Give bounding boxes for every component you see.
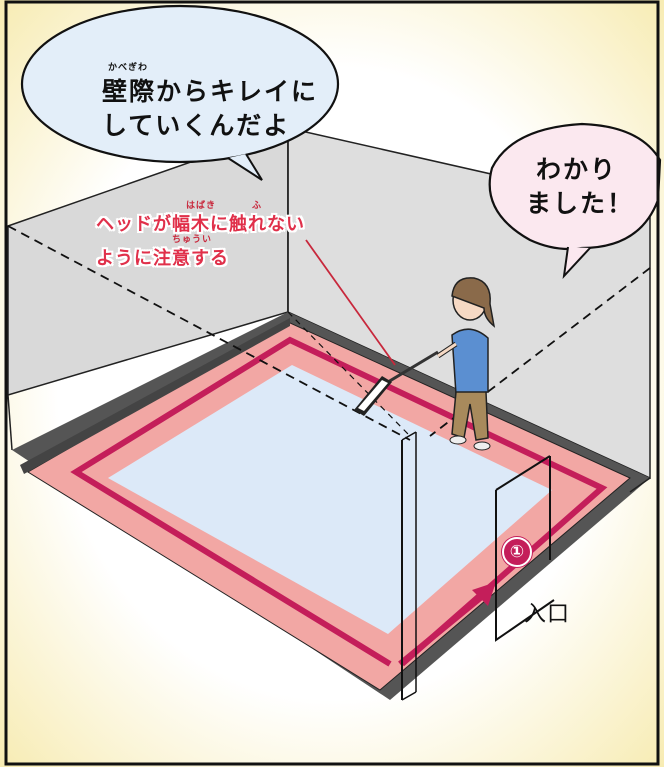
step-marker-1: ①: [502, 537, 532, 567]
path-arrow: [472, 582, 496, 606]
front-wall-right: [495, 490, 555, 642]
speech-bubble-reply: [488, 122, 662, 251]
note-line2: ように注意する: [96, 248, 229, 269]
speech-bubble-main: [20, 4, 340, 164]
mop: [354, 350, 439, 416]
ruby-fu: ふ: [252, 201, 263, 211]
speech-reply-line1: わかり: [536, 155, 618, 184]
speech-main-line1: 壁際からキレイに: [102, 77, 319, 106]
ruby-habaki: はばき: [186, 201, 217, 211]
ruby-kabegiwa: かべぎわ: [108, 63, 149, 73]
panel-border: [4, 0, 660, 766]
note-line1: ヘッドが幅木に触れない: [96, 214, 305, 235]
ruby-chuui: ちゅうい: [172, 235, 213, 245]
cleaning-path: [70, 336, 608, 667]
note-pointer: [305, 239, 396, 366]
floor-center: [108, 365, 552, 634]
speech-main-line2: していくんだよ: [102, 111, 291, 140]
person-illustration: [436, 277, 496, 451]
speech-reply-line2: ました！: [526, 189, 635, 218]
entrance-label: 入口: [524, 602, 571, 627]
